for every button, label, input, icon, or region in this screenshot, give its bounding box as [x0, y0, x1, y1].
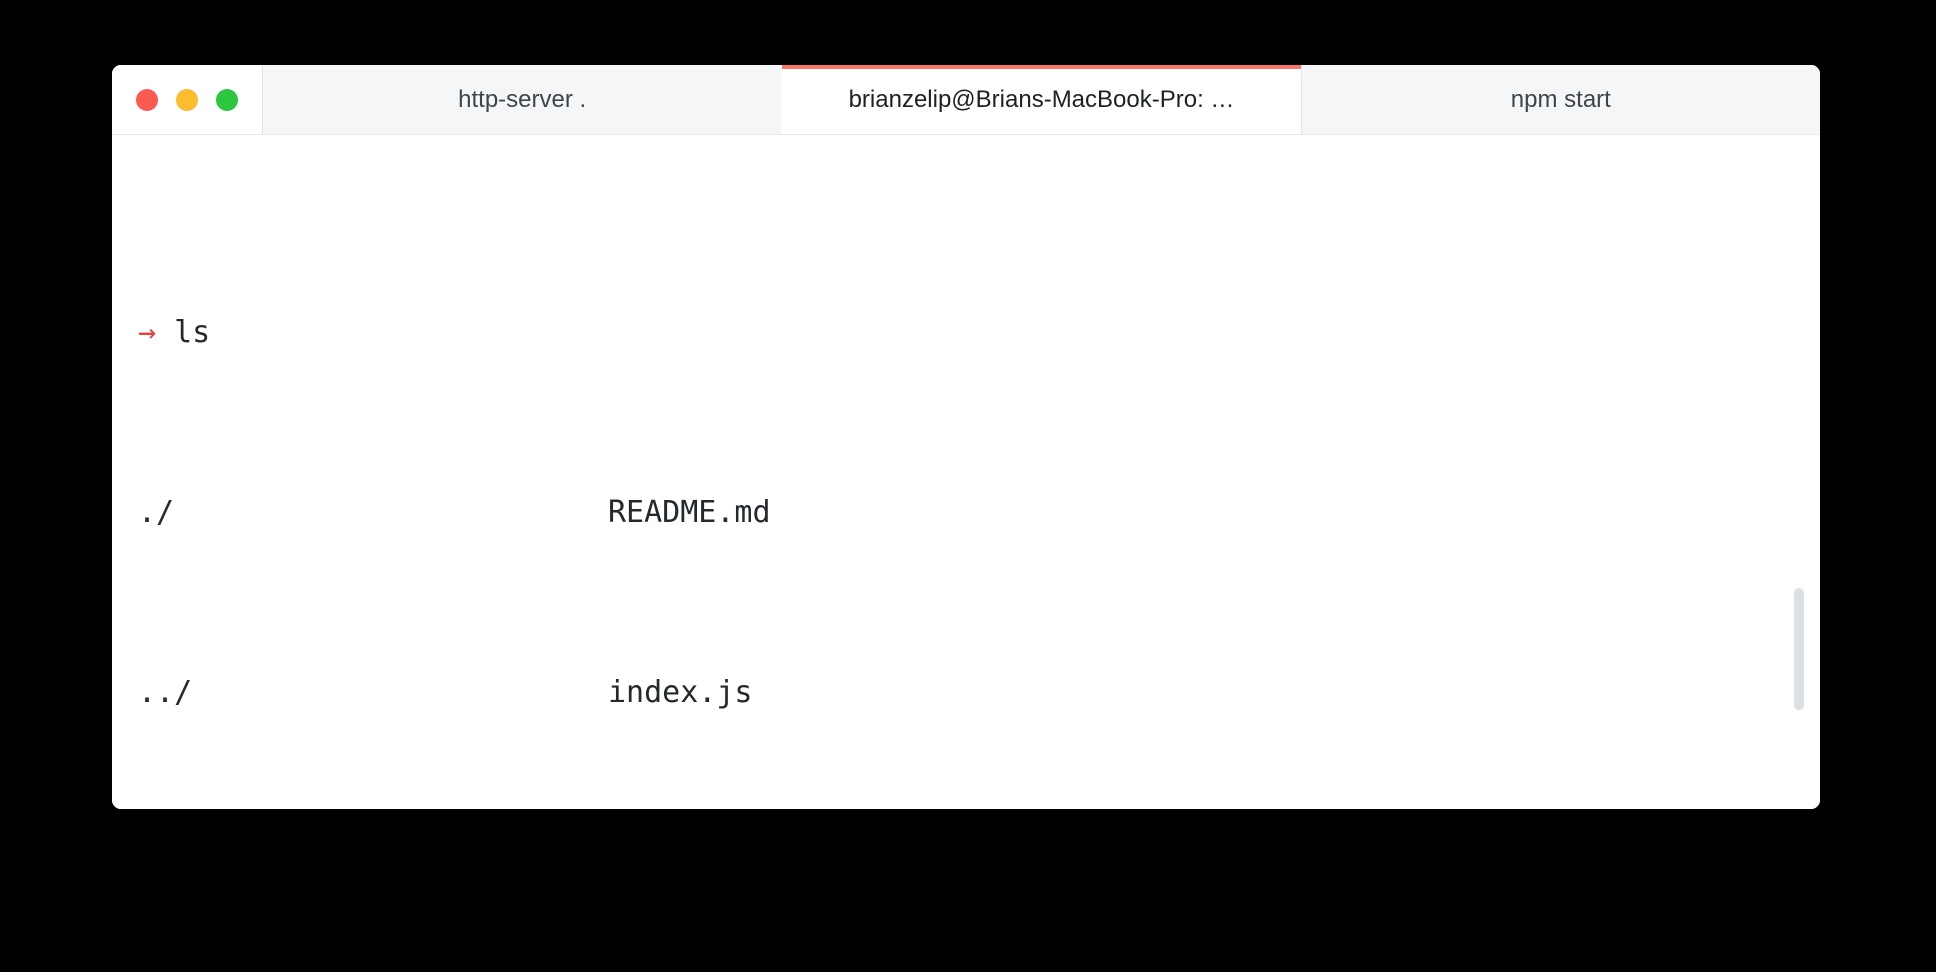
listing-entry: ./ [138, 495, 175, 530]
terminal-pane[interactable]: → ls ./README.md ../index.js .git/node_m… [112, 135, 1820, 809]
listing-entry: ../ [138, 675, 193, 710]
command-line: → ls [138, 310, 1820, 355]
scrollbar[interactable] [1792, 135, 1806, 809]
tab-label: http-server . [458, 85, 587, 113]
close-window-button[interactable] [136, 88, 158, 111]
scrollbar-thumb[interactable] [1794, 588, 1804, 710]
listing-row: ./ README.md [138, 490, 1820, 535]
maximize-window-button[interactable] [216, 88, 238, 111]
command-text: ls [174, 315, 211, 350]
tab-label: brianzelip@Brians-MacBook-Pro: … [848, 85, 1235, 113]
tab-brianzelip-shell[interactable]: brianzelip@Brians-MacBook-Pro: … [781, 65, 1301, 134]
minimize-window-button[interactable] [176, 88, 198, 111]
terminal-window: http-server . brianzelip@Brians-MacBook-… [112, 65, 1820, 809]
tab-npm-start[interactable]: npm start [1300, 65, 1820, 134]
tab-http-server[interactable]: http-server . [262, 65, 782, 134]
listing-row: ../ index.js [138, 670, 1820, 715]
prompt-arrow-icon: → [138, 315, 157, 350]
terminal-output: → ls ./README.md ../index.js .git/node_m… [138, 175, 1820, 809]
window-controls [112, 65, 262, 134]
listing-entry: README.md [608, 495, 771, 530]
tab-strip: http-server . brianzelip@Brians-MacBook-… [262, 65, 1820, 134]
tab-label: npm start [1510, 85, 1611, 113]
listing-entry: index.js [608, 675, 753, 710]
tab-bar: http-server . brianzelip@Brians-MacBook-… [112, 65, 1820, 135]
